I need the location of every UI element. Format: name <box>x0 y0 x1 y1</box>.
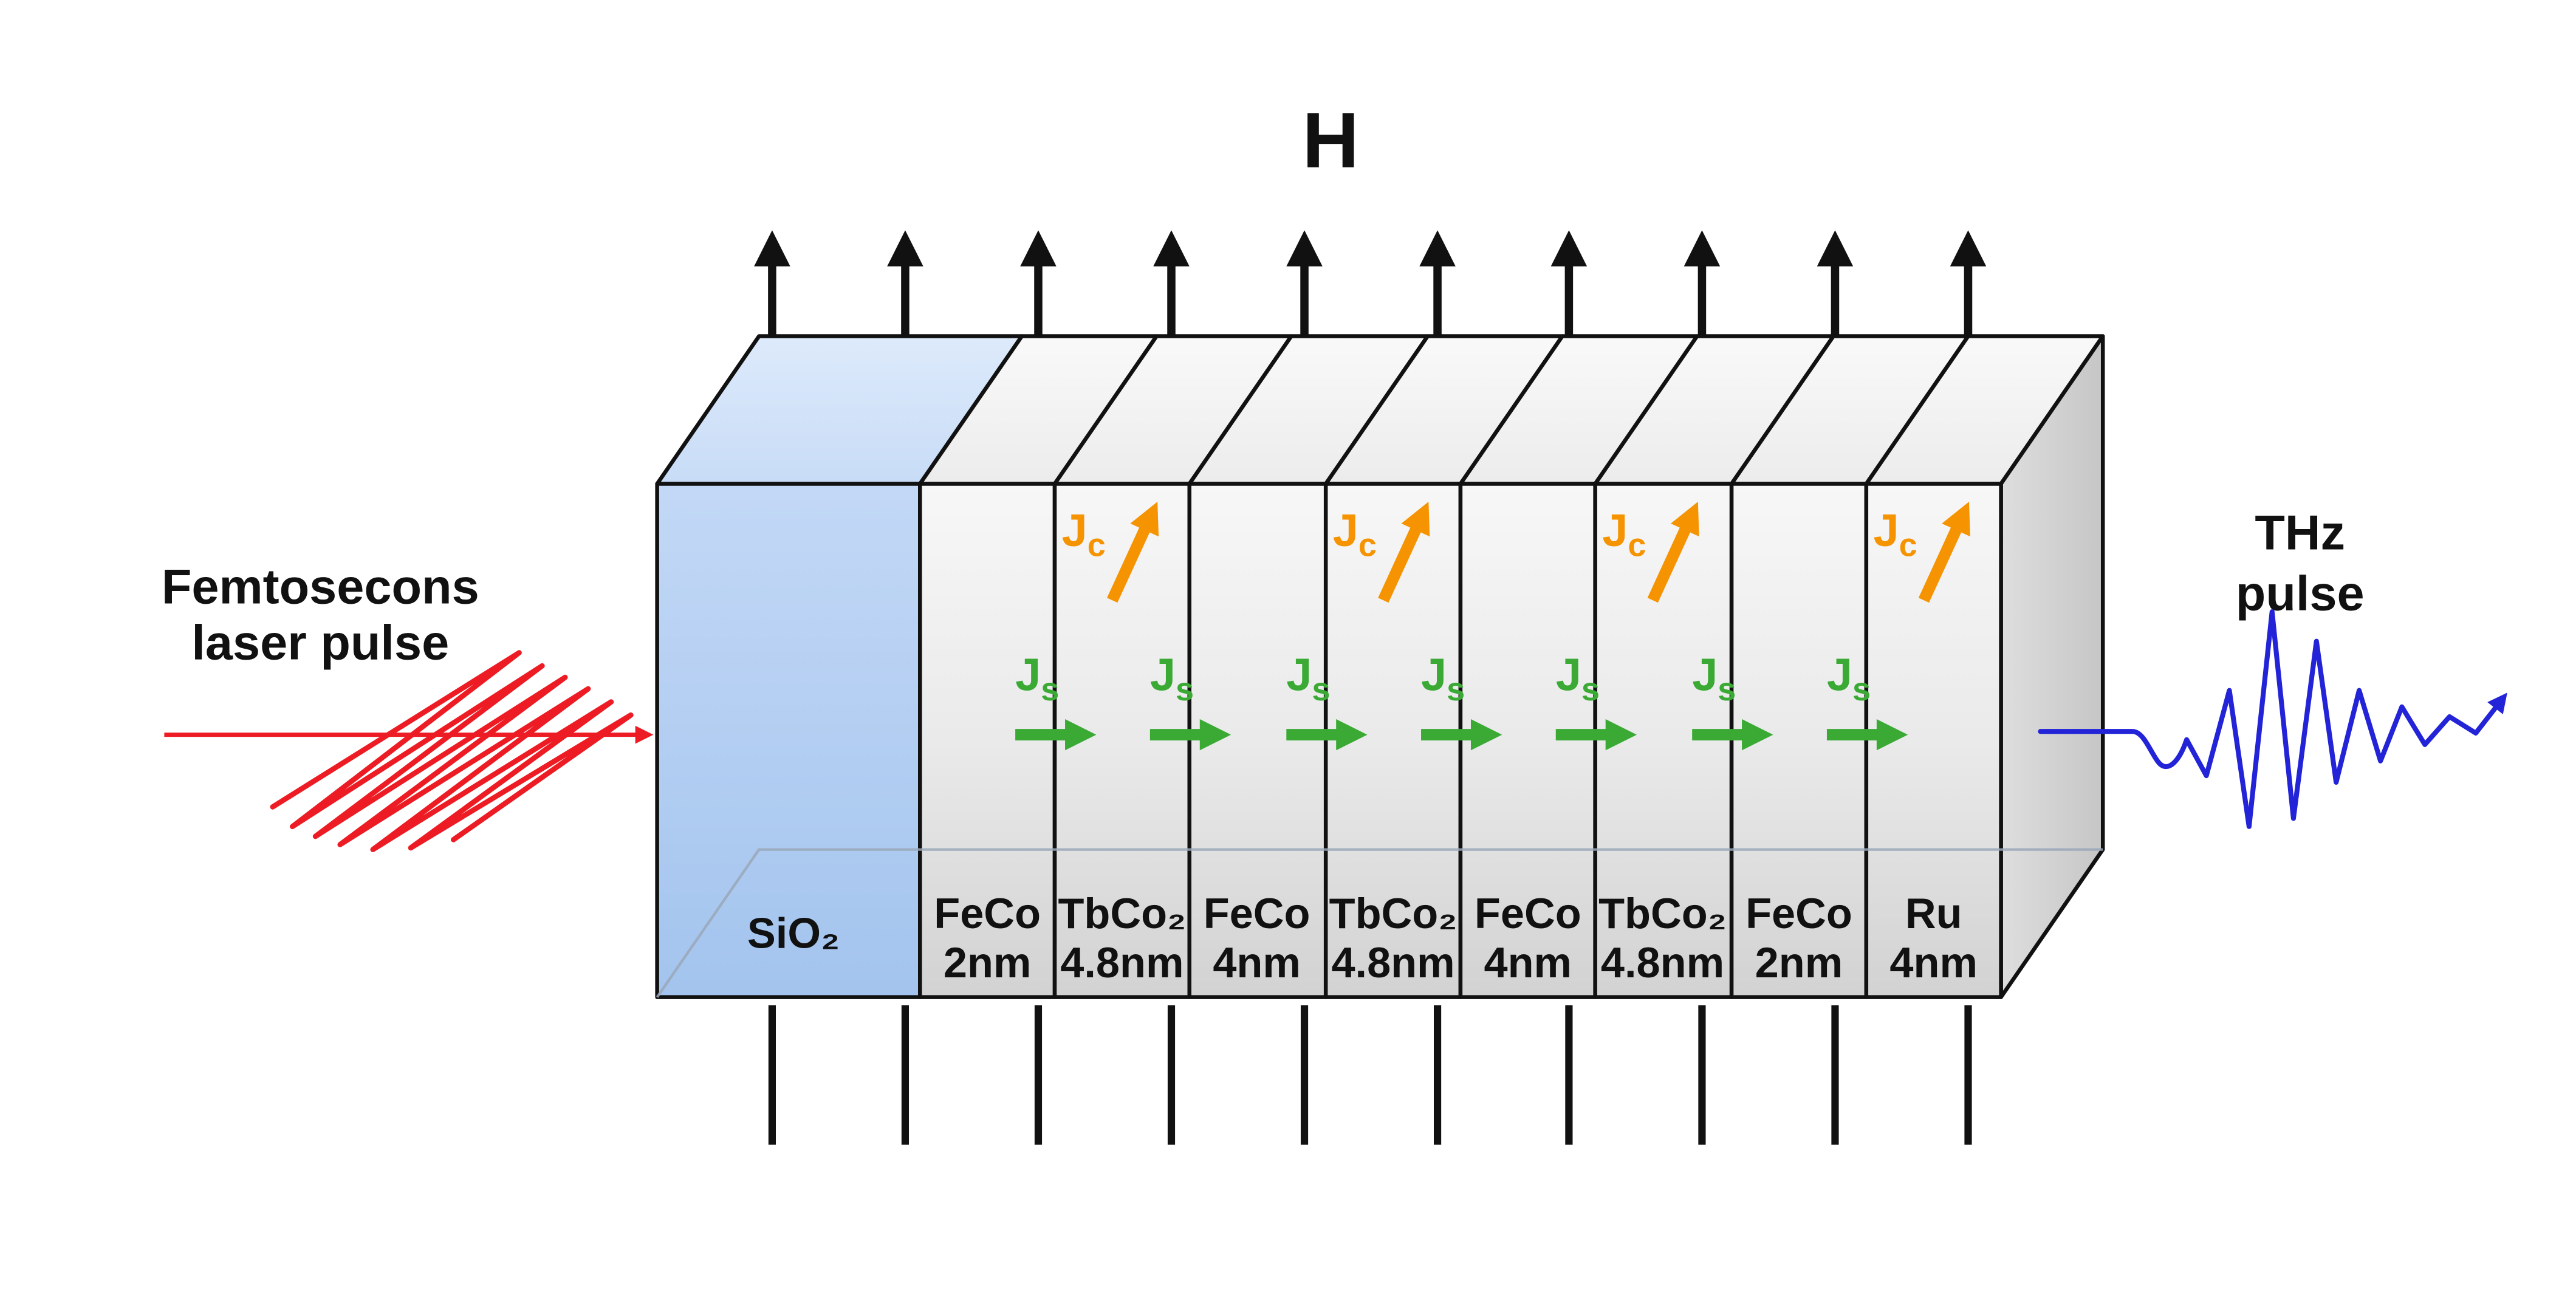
field-lines-bottom <box>768 1005 1972 1145</box>
spin-current-label: Js <box>1150 650 1194 708</box>
layer-name-label: FeCo <box>1745 889 1852 937</box>
layer-thickness-label: 4nm <box>1889 938 1978 986</box>
layer-name-label: Ru <box>1905 889 1962 937</box>
spin-current: Js <box>1286 650 1368 751</box>
layer-name-label: FeCo <box>1475 889 1581 937</box>
layer-tbco2-1 <box>1052 334 1293 999</box>
charge-current: Jc <box>1333 501 1430 603</box>
laser-label: Femtosecons <box>162 560 479 615</box>
charge-current-arrow <box>1107 501 1159 603</box>
spin-current-label: Js <box>1692 650 1736 708</box>
layer-thickness-label: 4.8nm <box>1060 938 1184 986</box>
layer-front-face <box>1864 482 2003 999</box>
spin-current-label: Js <box>1286 650 1330 708</box>
charge-current-label: Jc <box>1333 505 1377 563</box>
spin-currents: Js Js Js Js Js Js Js <box>1015 650 1908 751</box>
layer-name-label: FeCo <box>1204 889 1310 937</box>
spin-current-label: Js <box>1556 650 1600 708</box>
spin-current-label: Js <box>1421 650 1465 708</box>
layer-name-label: TbCo₂ <box>1058 889 1186 937</box>
thz-pulse: THz pulse <box>2038 506 2507 829</box>
layer-sio2 <box>655 334 1024 999</box>
layer-thickness-label: 2nm <box>1755 938 1843 986</box>
layer-thickness-label: 4nm <box>1484 938 1572 986</box>
layer-ru <box>1864 334 2105 999</box>
multilayer-stack <box>655 334 2105 999</box>
charge-current-arrow <box>1378 501 1430 603</box>
spin-current: Js <box>1421 650 1502 751</box>
layer-thickness-label: 4.8nm <box>1601 938 1724 986</box>
charge-current-arrow <box>1918 501 1970 603</box>
charge-current: Jc <box>1873 501 1970 603</box>
spin-current: Js <box>1015 650 1097 751</box>
layer-name-label: SiO₂ <box>747 909 840 957</box>
layer-thickness-label: 4nm <box>1213 938 1301 986</box>
spin-current: Js <box>1692 650 1773 751</box>
spin-current: Js <box>1827 650 1908 751</box>
box-bottom-inner-edge <box>656 848 2103 998</box>
layer-tbco2-3 <box>1593 334 1835 999</box>
charge-current-label: Jc <box>1873 505 1917 563</box>
thz-label: THz <box>2255 506 2345 561</box>
charge-current-label: Jc <box>1602 505 1646 563</box>
layer-name-label: TbCo₂ <box>1329 889 1458 937</box>
h-field-label: H <box>1302 97 1359 184</box>
charge-currents: Jc Jc Jc Jc <box>1062 501 1970 603</box>
femtosecond-laser: Femtosecons laser pulse <box>162 560 654 852</box>
layer-thickness-label: 4.8nm <box>1331 938 1454 986</box>
charge-current: Jc <box>1062 501 1159 603</box>
charge-current-label: Jc <box>1062 505 1106 563</box>
layer-name-label: FeCo <box>934 889 1041 937</box>
layer-name-label: TbCo₂ <box>1598 889 1727 937</box>
layer-feco-3 <box>1458 334 1699 999</box>
spin-current: Js <box>1555 650 1637 751</box>
laser-pulse-scribble <box>270 650 634 852</box>
thz-waveform <box>2038 609 2507 829</box>
layer-thickness-label: 2nm <box>944 938 1032 986</box>
laser-label: laser pulse <box>191 615 449 670</box>
charge-current: Jc <box>1602 501 1699 603</box>
thz-label: pulse <box>2236 566 2365 621</box>
spin-current-label: Js <box>1015 650 1059 708</box>
layer-labels: SiO₂ FeCo 2nm TbCo₂ 4.8nm FeCo 4nm TbCo₂… <box>747 889 1978 986</box>
charge-current-arrow <box>1647 501 1699 603</box>
spin-current-label: Js <box>1827 650 1871 708</box>
spin-current: Js <box>1149 650 1231 751</box>
